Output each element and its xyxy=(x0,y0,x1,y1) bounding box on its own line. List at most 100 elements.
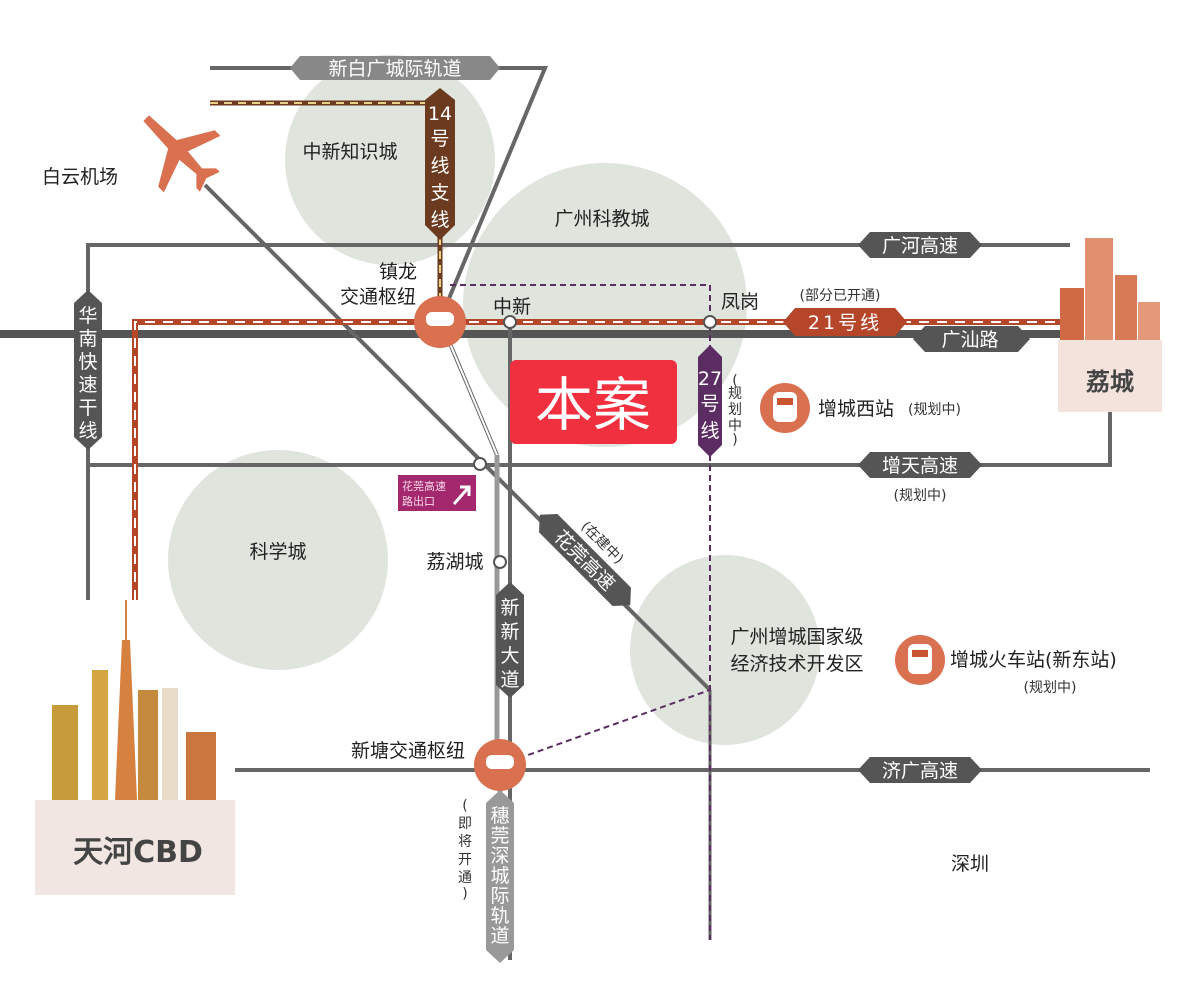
label-xinxin-shape xyxy=(496,582,524,698)
svg-text:际: 际 xyxy=(490,885,509,907)
svg-text:号: 号 xyxy=(430,128,449,150)
line-27-track xyxy=(450,284,711,940)
place-fenggang: 凤岗 xyxy=(721,291,759,313)
road-zengtian xyxy=(88,410,1112,467)
line-27-branch xyxy=(499,689,711,766)
svg-text:(: ( xyxy=(462,798,467,814)
label-line14-shape xyxy=(425,88,455,240)
svg-text:): ) xyxy=(462,886,467,902)
svg-text:线: 线 xyxy=(78,420,97,442)
label-line27: 27 号 线 xyxy=(698,368,722,442)
svg-text:通: 通 xyxy=(458,870,472,886)
svg-text:南: 南 xyxy=(78,328,97,350)
licheng-badge: 荔城 xyxy=(1058,238,1162,412)
label-line14: 14 号 线 支 线 xyxy=(428,103,452,231)
junction-dot xyxy=(473,457,487,471)
svg-text:新: 新 xyxy=(500,621,519,643)
svg-text:27: 27 xyxy=(698,368,722,390)
label-huanan: 华 南 快 速 干 线 xyxy=(78,305,97,442)
area-circles xyxy=(168,55,820,745)
label-zengtian-shape xyxy=(858,452,982,478)
label-guanghe-shape xyxy=(858,232,982,258)
huaguan-exit-sign: 花莞高速 路出口 xyxy=(398,475,476,511)
place-zhenlong-1: 镇龙 xyxy=(379,261,417,283)
station-zengcheng-rail: 增城火车站(新东站) xyxy=(950,649,1117,671)
area-dev-zone-2: 经济技术开发区 xyxy=(730,653,863,675)
hub-xintang-icon xyxy=(474,739,526,791)
label-xinxin: 新 新 大 道 xyxy=(500,597,519,691)
svg-text:规: 规 xyxy=(728,386,742,402)
label-jiguang: 济广高速 xyxy=(882,760,958,782)
licheng-label: 荔城 xyxy=(1086,368,1134,396)
place-lihu-city: 荔湖城 xyxy=(426,551,483,573)
station-zhongxin-dot xyxy=(503,315,517,329)
hub-zhenlong-icon xyxy=(414,296,466,348)
svg-text:深: 深 xyxy=(490,845,509,867)
train-icon-zengcheng-west xyxy=(760,383,810,433)
place-shenzhen: 深圳 xyxy=(951,853,989,875)
label-zengtian: 增天高速 xyxy=(882,455,958,477)
label-guangshan: 广汕路 xyxy=(941,329,998,351)
area-circle-science-city xyxy=(168,450,388,670)
area-dev-zone-1: 广州增城国家级 xyxy=(730,626,863,648)
svg-text:华: 华 xyxy=(78,305,97,327)
project-marker: 本案 xyxy=(510,360,677,444)
svg-text:道: 道 xyxy=(490,925,509,947)
svg-text:支: 支 xyxy=(430,182,449,204)
svg-text:城: 城 xyxy=(490,865,509,887)
label-line27-shape xyxy=(698,345,722,457)
train-icon-zengcheng-rail xyxy=(895,635,945,685)
label-jiguang-shape xyxy=(858,757,982,783)
station-dots xyxy=(473,315,717,569)
svg-text:(: ( xyxy=(732,373,737,389)
label-xinbai-shape xyxy=(290,56,500,80)
label-guanghe: 广河高速 xyxy=(882,235,958,257)
label-line21-note: (部分已开通) xyxy=(800,288,881,304)
svg-text:中: 中 xyxy=(728,418,742,434)
svg-text:新: 新 xyxy=(500,597,519,619)
road-guanghe xyxy=(86,243,1070,600)
svg-text:划: 划 xyxy=(728,402,742,418)
area-circle-dev-zone xyxy=(630,555,820,745)
tianhe-cbd-badge: 天河CBD xyxy=(35,600,235,895)
svg-text:14: 14 xyxy=(428,103,452,125)
station-zengcheng-west-note: (规划中) xyxy=(908,402,961,418)
svg-text:线: 线 xyxy=(430,155,449,177)
area-edu-city: 广州科教城 xyxy=(554,208,649,230)
label-zengtian-note: (规划中) xyxy=(894,488,947,504)
svg-text:号: 号 xyxy=(700,393,719,415)
svg-text:路出口: 路出口 xyxy=(402,494,435,508)
label-huanan-shape xyxy=(74,290,102,450)
label-xinbai: 新白广城际轨道 xyxy=(328,58,461,80)
svg-text:道: 道 xyxy=(500,669,519,691)
svg-text:花莞高速: 花莞高速 xyxy=(402,479,446,493)
station-zengcheng-west: 增城西站 xyxy=(818,398,894,420)
svg-text:开: 开 xyxy=(458,852,472,868)
svg-text:即: 即 xyxy=(458,816,472,832)
label-line21-shape xyxy=(783,308,907,336)
project-label: 本案 xyxy=(535,371,651,439)
svg-text:大: 大 xyxy=(500,645,519,667)
label-guangshan-shape xyxy=(913,326,1030,352)
road-huaguan xyxy=(203,183,712,692)
station-lihu-dot xyxy=(493,555,507,569)
label-line21: 21号线 xyxy=(808,312,882,334)
label-suiguanshen-note: ( 即 将 开 通 ) xyxy=(458,798,472,902)
svg-text:莞: 莞 xyxy=(490,825,509,847)
label-line27-note: ( 规 划 中 ) xyxy=(728,373,742,448)
place-zhenlong-2: 交通枢纽 xyxy=(340,286,416,308)
place-xintang-hub: 新塘交通枢纽 xyxy=(351,740,465,762)
label-suiguanshen: 穗 莞 深 城 际 轨 道 xyxy=(490,805,509,947)
airplane-icon xyxy=(143,115,221,193)
station-zengcheng-rail-note: (规划中) xyxy=(1024,680,1077,696)
place-baiyun-airport: 白云机场 xyxy=(42,166,118,188)
arrow-up-right-icon xyxy=(452,485,471,505)
line-21-dash xyxy=(134,321,1060,600)
place-labels: 中新知识城 广州科教城 科学城 广州增城国家级 经济技术开发区 白云机场 镇龙 … xyxy=(42,141,1117,875)
tianhe-cbd-label: 天河CBD xyxy=(73,835,203,870)
svg-text:穗: 穗 xyxy=(490,805,509,827)
svg-text:快: 快 xyxy=(78,351,97,373)
svg-text:线: 线 xyxy=(700,420,719,442)
area-science-city: 科学城 xyxy=(249,541,306,563)
